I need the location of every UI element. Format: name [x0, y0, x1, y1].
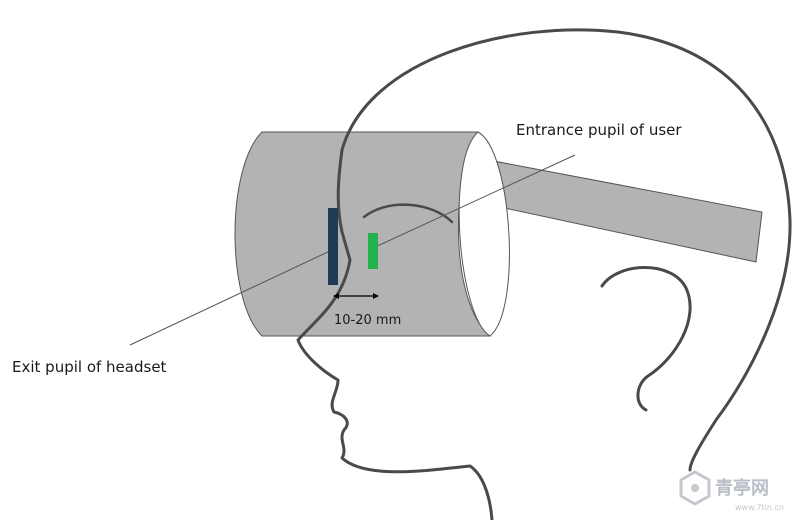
entrance-pupil-bar — [368, 233, 378, 269]
entrance-pupil-label: Entrance pupil of user — [516, 121, 682, 139]
watermark-url: www.7tin.cn — [735, 503, 784, 512]
exit-pupil-leader-line — [129, 249, 333, 346]
ear — [600, 266, 692, 412]
head-outline — [296, 28, 792, 520]
watermark-text: 青亭网 — [715, 477, 769, 499]
watermark: 青亭网 www.7tin.cn — [679, 470, 784, 512]
headset-body — [234, 131, 492, 337]
brow-line — [362, 203, 454, 224]
headset-opening — [458, 131, 510, 337]
entrance-pupil-leader-line — [372, 154, 576, 249]
distance-label: 10-20 mm — [334, 313, 401, 328]
hexagon-logo-icon — [679, 470, 711, 506]
exit-pupil-label: Exit pupil of headset — [12, 358, 167, 376]
exit-pupil-bar — [328, 208, 338, 285]
distance-arrow — [333, 293, 379, 299]
